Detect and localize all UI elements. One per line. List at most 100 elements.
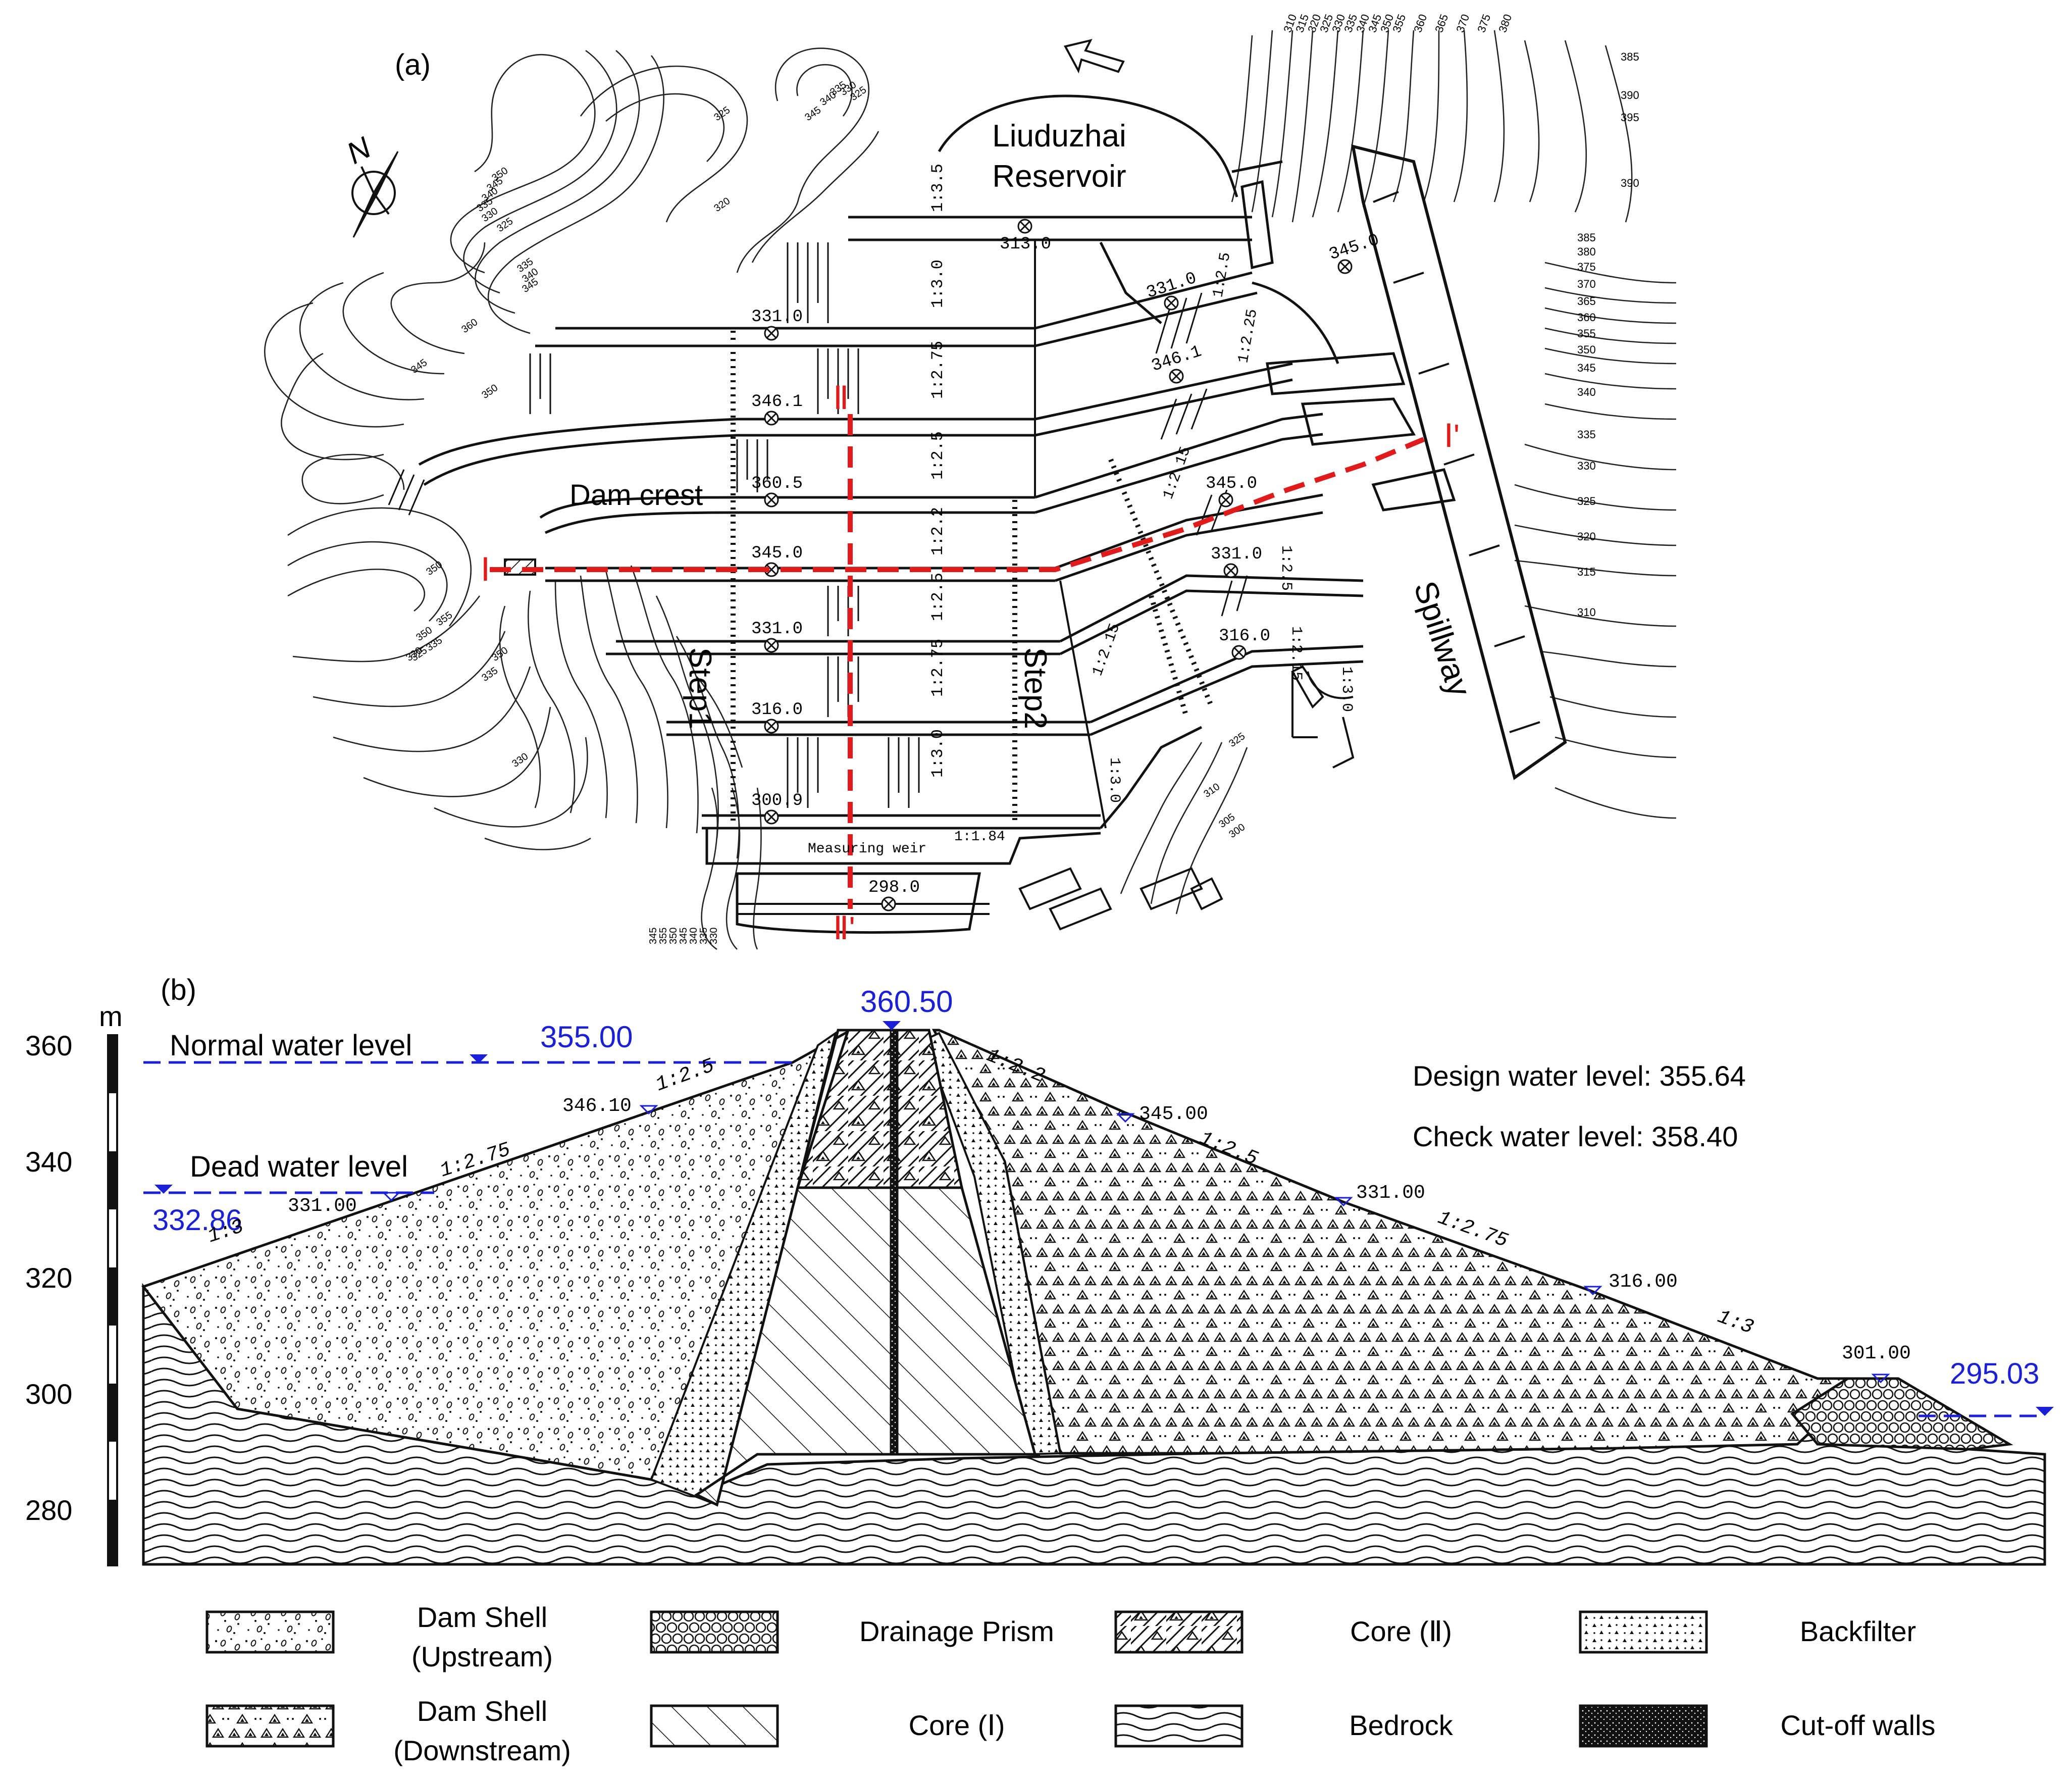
elevation-label: 331.0 — [1211, 545, 1262, 564]
elevation-label: 360.5 — [751, 474, 803, 493]
elevation-label: 345.0 — [751, 544, 803, 563]
legend-swatch — [1114, 1704, 1244, 1748]
contour-label: 365 — [1577, 295, 1596, 308]
cutoff-wall-region — [890, 1029, 899, 1455]
elevation-label: 313.0 — [1000, 235, 1051, 254]
legend-item: Bedrock — [1114, 1704, 1454, 1748]
plan-view-panel: (a) N — [264, 13, 1677, 950]
slope-label: 1:3.0 — [1338, 667, 1355, 712]
legend: Dam Shell (Upstream) Drainage Prism Core (Ⅱ… — [205, 1601, 1936, 1766]
panel-b-label: (b) — [161, 974, 196, 1006]
step1-label: Step1 — [683, 647, 717, 729]
measuring-weir-label: Measuring weir — [808, 841, 926, 857]
north-arrow-icon: N — [341, 130, 399, 238]
contour-label: 335 — [1577, 428, 1596, 441]
slope-label: 1:2.15 — [1089, 621, 1124, 678]
contour-label: 325 — [495, 216, 515, 234]
section-lines: Ⅰ Ⅰ' Ⅱ Ⅱ' — [481, 380, 1460, 946]
contour-label: 325 — [1227, 731, 1247, 749]
legend-swatch — [1114, 1610, 1244, 1654]
slope-labels-right: 1:2.51:2.251:2.151:2.51:2.151:2.151:3.01… — [1089, 251, 1355, 803]
berm-downstream-345: 345.00 — [1139, 1103, 1208, 1125]
right-hillside-contours — [1120, 30, 1677, 914]
legend-label-line2: (Downstream) — [393, 1735, 571, 1766]
berm-markers — [382, 1105, 1890, 1384]
elevation-marker: 345.0 — [751, 544, 803, 577]
crest-marker-icon — [883, 1021, 901, 1030]
elevation-label: 316.0 — [1219, 627, 1270, 646]
section-I-start-label: Ⅰ — [481, 551, 490, 588]
contour-label: 370 — [1577, 278, 1596, 290]
slope-hatching — [388, 242, 1248, 808]
legend-swatch — [650, 1704, 779, 1748]
reservoir-label-line1: Liuduzhai — [992, 119, 1126, 154]
legend-label: Bedrock — [1349, 1709, 1453, 1741]
contour-label: 320 — [1577, 530, 1596, 543]
elevation-marker: 345.0 — [1206, 474, 1257, 507]
contour-label: 345 — [678, 928, 689, 944]
elevation-marker: 298.0 — [868, 878, 920, 911]
elevation-marker: 331.0 — [1211, 545, 1262, 578]
elevation-label: 316.0 — [751, 700, 803, 720]
contour-label: 375 — [1577, 261, 1596, 273]
tailwater-value: 295.03 — [1950, 1357, 2039, 1390]
legend-label: Backfilter — [1800, 1615, 1916, 1647]
axis-unit: m — [99, 1000, 123, 1032]
elevation-marker: 300.9 — [751, 791, 803, 825]
check-water-level: Check water level: 358.40 — [1413, 1121, 1738, 1152]
section-II-end-label: Ⅱ' — [833, 910, 855, 946]
legend-swatch — [205, 1704, 335, 1748]
axis-tick-label: 360 — [25, 1030, 72, 1061]
flow-arrow-icon — [1064, 39, 1125, 74]
slope-label: 1:3.0 — [928, 729, 947, 778]
contour-label: 385 — [1577, 231, 1596, 244]
weir-slope-label: 1:1.84 — [954, 829, 1005, 845]
elevation-marker: 316.0 — [751, 700, 803, 734]
legend-item: Dam Shell(Downstream) — [205, 1695, 571, 1766]
section-I-end-label: Ⅰ' — [1444, 418, 1460, 454]
legend-swatch — [650, 1610, 779, 1654]
contour-label: 330 — [708, 928, 719, 944]
crest-elevation-value: 360.50 — [860, 985, 953, 1019]
contour-label: 345 — [803, 105, 823, 123]
panel-a-label: (a) — [395, 48, 431, 81]
legend-item: Drainage Prism — [650, 1610, 1054, 1654]
legend-swatch — [1579, 1704, 1708, 1748]
contour-label: 330 — [1577, 460, 1596, 472]
legend-item: Core (Ⅰ) — [650, 1704, 1005, 1748]
design-water-level: Design water level: 355.64 — [1413, 1060, 1746, 1092]
dead-water-level-value: 332.86 — [152, 1204, 242, 1237]
slope-down-4: 1:3 — [1715, 1306, 1756, 1340]
legend-label: Dam Shell — [417, 1601, 547, 1633]
contour-label: 380 — [1496, 13, 1514, 34]
contour-label: 360 — [1577, 311, 1596, 324]
contour-label: 350 — [1577, 343, 1596, 356]
elevation-marker: 313.0 — [1000, 219, 1051, 254]
tailwater-marker-icon — [2036, 1407, 2054, 1416]
contour-label: 320 — [712, 195, 732, 214]
contour-label: 350 — [668, 928, 679, 944]
legend-item: Core (Ⅱ) — [1114, 1610, 1452, 1654]
north-label: N — [341, 130, 377, 171]
elevation-label: 331.0 — [751, 308, 803, 327]
contour-label: 310 — [1577, 606, 1596, 619]
contour-label: 395 — [1621, 111, 1639, 124]
contour-label: 355 — [1577, 327, 1596, 340]
slope-label: 1:2.5 — [1277, 545, 1294, 591]
dead-water-level-label: Dead water level — [190, 1150, 408, 1183]
legend-item: Cut-off walls — [1579, 1704, 1936, 1748]
legend-label: Drainage Prism — [859, 1615, 1054, 1647]
contour-label: 350 — [480, 382, 500, 401]
section-II-start-label: Ⅱ — [833, 380, 849, 416]
legend-label-line2: (Upstream) — [411, 1641, 553, 1672]
contour-label: 375 — [1475, 13, 1493, 34]
reservoir-label-line2: Reservoir — [992, 159, 1126, 194]
contour-label: 390 — [1621, 177, 1639, 189]
elevation-label: 345.0 — [1327, 231, 1382, 265]
step2-label: Step2 — [1018, 647, 1053, 729]
contour-label: 345 — [1577, 362, 1596, 374]
contour-label: 365 — [1432, 13, 1451, 34]
elevation-label: 331.0 — [751, 620, 803, 639]
